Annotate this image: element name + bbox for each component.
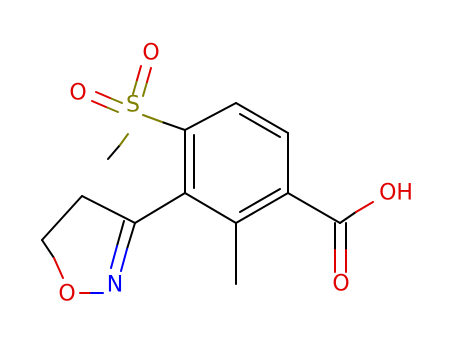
atom-label-sulfonyl-oxygen-top: O: [142, 41, 159, 66]
atom-label-ring-nitrogen: N: [107, 273, 123, 298]
bonds-sulfur: [105, 79, 163, 146]
bond-isox-c-n-black-2: [116, 220, 125, 247]
bond-s-o-top-o-a: [136, 65, 142, 81]
bond-ring-c4-c5: [184, 102, 237, 131]
bond-isox-c5-o-o: [53, 257, 64, 279]
bond-isox-c-n-black: [126, 222, 136, 250]
bond-s-o-top-s-a: [132, 79, 138, 95]
bond-isox-c3-c4: [81, 195, 136, 224]
bond-s-o-left-s-a: [109, 97, 123, 104]
bond-s-c4-black: [161, 121, 186, 131]
bonds-oxygen: [53, 65, 374, 294]
atom-label-carbonyl-oxygen: O: [332, 272, 349, 297]
bond-ring-c2-c3: [184, 192, 237, 224]
bond-isox-c-n-n-2: [110, 245, 118, 269]
bond-carboxyl-oh-o: [355, 201, 374, 213]
bond-s-c4-s: [142, 114, 163, 123]
bond-s-o-left-s-b: [105, 106, 119, 113]
bond-s-o-left-o-a: [95, 91, 111, 99]
bond-s-o-top-o-b: [146, 67, 152, 83]
bonds-black: [41, 102, 357, 285]
bond-s-o-left-o-b: [91, 100, 107, 108]
bond-isox-c5-o-black: [41, 239, 55, 259]
bond-ring-c1-c2-inner: [239, 188, 281, 213]
bond-ring-c5-c6-inner: [239, 113, 281, 138]
bonds-nitrogen: [90, 245, 128, 294]
bond-carboxyl-oh-black: [339, 211, 357, 224]
atom-label-ring-oxygen: O: [58, 282, 75, 307]
bond-ring-c5-c6: [235, 102, 289, 134]
bond-c1-carboxyl: [287, 192, 341, 224]
bond-ring-c1-c2: [235, 192, 289, 224]
bond-isox-c-n-n: [120, 248, 128, 272]
atom-label-sulfur: S: [126, 93, 140, 118]
bond-isox-c4-c5: [41, 195, 83, 241]
atom-label-hydroxyl: OH: [379, 181, 413, 206]
bond-c3-isoxazoline: [134, 192, 186, 224]
bond-s-o-top-s-b: [142, 81, 148, 97]
bond-s-methyl-black: [107, 144, 121, 160]
atom-label-sulfonyl-oxygen-left: O: [69, 81, 86, 106]
bond-s-methyl-s: [119, 133, 129, 146]
